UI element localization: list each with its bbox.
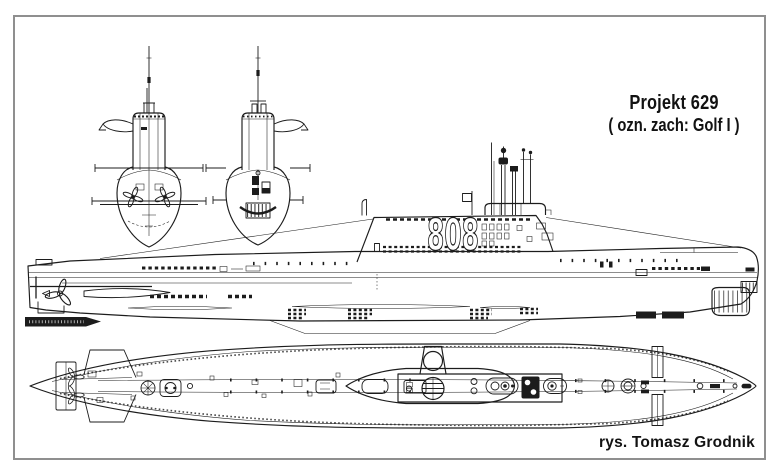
stern-view-propellers [118,182,180,212]
bow-cross-section-view [205,46,311,246]
title-block: Projekt 629 ( ozn. zach: Golf I ) [561,92,780,136]
side-stern-gear [30,259,171,314]
plan-missile-section [397,345,567,403]
bow-view-sail [241,112,309,170]
hull-number: 808 [427,210,479,261]
side-bow-sonar [711,267,758,317]
side-sail: 808 [356,199,554,263]
credit-text: rys. Tomasz Grodnik [599,434,755,451]
title-line1: Projekt 629 [629,92,719,114]
side-profile-view: 808 [25,142,759,334]
bow-view-hull [205,164,311,246]
stern-view-sail [98,112,166,170]
side-masts-periscopes [462,142,552,215]
stern-view-masts [143,46,155,113]
title-line2: ( ozn. zach: Golf I ) [608,115,740,136]
stern-cross-section-view [91,46,207,248]
plan-stern-gear [55,349,143,423]
side-ballast-marks [150,294,684,320]
sail-windows [481,223,533,247]
plan-view [29,343,757,429]
plan-hull [29,343,757,429]
plan-sail-outline [345,367,516,405]
plan-bow-section [577,346,752,426]
signature-bar [25,317,101,327]
bow-view-masts [250,46,267,114]
stern-view-hull [91,164,207,248]
plan-aft-hatches [140,372,341,398]
side-deck-fittings [142,243,738,290]
